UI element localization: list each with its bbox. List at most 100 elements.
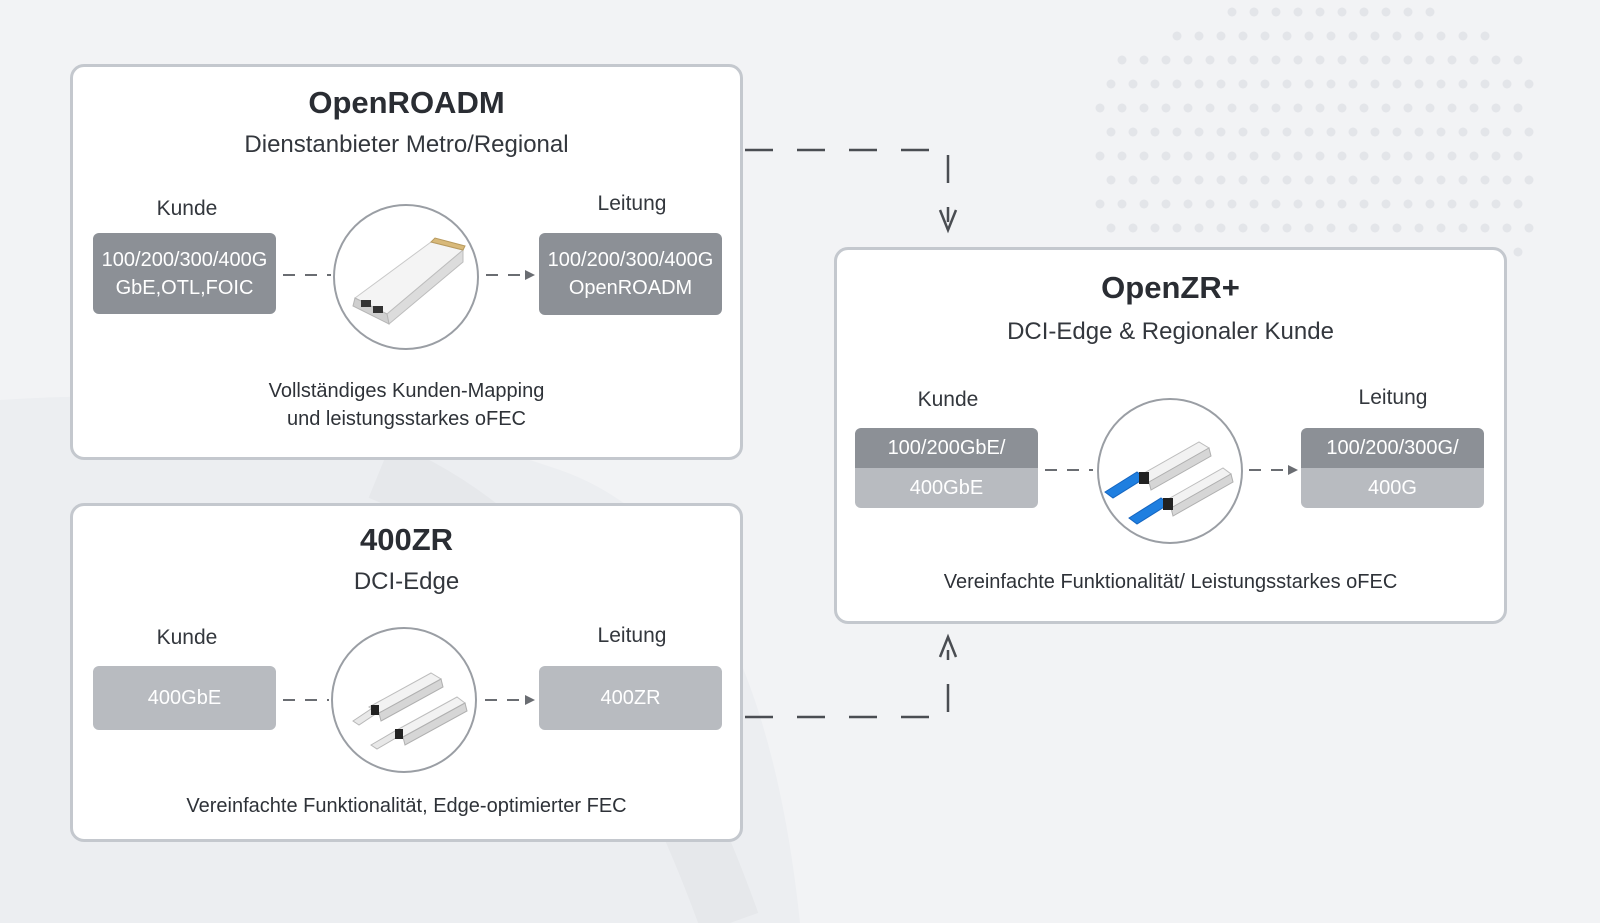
line-box: 100/200/300G/ 400G: [1301, 428, 1484, 508]
background-dot: [1469, 103, 1479, 113]
background-dot: [1106, 223, 1116, 233]
background-dot: [1359, 103, 1369, 113]
background-dot: [1425, 151, 1435, 161]
background-dot: [1227, 7, 1237, 17]
client-label: Kunde: [917, 388, 979, 411]
background-dot: [1337, 103, 1347, 113]
background-dot: [1403, 151, 1413, 161]
background-dot: [1139, 199, 1149, 209]
background-dot: [1348, 31, 1358, 41]
client-line-2: GbE,OTL,FOIC: [115, 276, 254, 299]
background-dot: [1238, 79, 1248, 89]
background-dot: [1348, 175, 1358, 185]
card-description: Vereinfachte Funktionalität, Edge-optimi…: [186, 795, 627, 817]
background-dot: [1194, 31, 1204, 41]
background-dot: [1117, 103, 1127, 113]
card-subtitle: DCI-Edge & Regionaler Kunde: [1007, 318, 1334, 345]
background-dot: [1480, 175, 1490, 185]
background-dot: [1161, 103, 1171, 113]
background-dot: [1337, 199, 1347, 209]
card-title: OpenZR+: [1101, 270, 1240, 305]
background-dot: [1326, 223, 1336, 233]
background-dot: [1249, 103, 1259, 113]
background-dot: [1315, 151, 1325, 161]
background-dot: [1139, 55, 1149, 65]
background-dot: [1458, 79, 1468, 89]
background-dot: [1513, 247, 1523, 257]
background-dot: [1359, 55, 1369, 65]
background-dot: [1238, 223, 1248, 233]
desc-line-2: und leistungsstarkes oFEC: [286, 408, 526, 430]
background-dot: [1436, 175, 1446, 185]
background-dot: [1502, 127, 1512, 137]
background-dot: [1249, 55, 1259, 65]
line-label: Leitung: [597, 192, 667, 215]
background-dot: [1337, 7, 1347, 17]
card-subtitle: DCI-Edge: [353, 568, 460, 595]
background-dot: [1436, 79, 1446, 89]
card-title: 400ZR: [359, 522, 454, 557]
background-dot: [1172, 175, 1182, 185]
background-dot: [1227, 151, 1237, 161]
background-dot: [1491, 199, 1501, 209]
background-dot: [1304, 175, 1314, 185]
client-bottom: 400GbE: [855, 468, 1038, 508]
background-dot: [1150, 127, 1160, 137]
line-label: Leitung: [1358, 386, 1428, 409]
client-line-1: 100/200/300/400G: [101, 248, 268, 271]
background-dot: [1359, 7, 1369, 17]
background-dot: [1238, 31, 1248, 41]
background-dot: [1194, 127, 1204, 137]
background-dot: [1183, 103, 1193, 113]
background-dot: [1524, 127, 1534, 137]
background-dot: [1282, 79, 1292, 89]
background-dot: [1227, 103, 1237, 113]
background-dot: [1403, 55, 1413, 65]
background-dot: [1117, 55, 1127, 65]
background-dot: [1436, 223, 1446, 233]
background-dot: [1172, 223, 1182, 233]
background-dot: [1216, 31, 1226, 41]
background-dot: [1425, 55, 1435, 65]
background-dot: [1238, 127, 1248, 137]
background-dot: [1403, 103, 1413, 113]
background-dot: [1458, 31, 1468, 41]
background-dot: [1238, 175, 1248, 185]
background-dot: [1095, 103, 1105, 113]
background-dot: [1271, 199, 1281, 209]
background-dot: [1425, 103, 1435, 113]
background-dot: [1282, 223, 1292, 233]
background-dot: [1370, 79, 1380, 89]
card-title: OpenROADM: [308, 85, 505, 120]
background-dot: [1425, 199, 1435, 209]
background-dot: [1249, 199, 1259, 209]
background-dot: [1161, 55, 1171, 65]
background-dot: [1359, 199, 1369, 209]
background-dot: [1502, 79, 1512, 89]
background-dot: [1469, 199, 1479, 209]
background-dot: [1381, 7, 1391, 17]
background-dot: [1293, 7, 1303, 17]
background-dot: [1436, 127, 1446, 137]
background-dot: [1095, 151, 1105, 161]
background-dot: [1392, 175, 1402, 185]
background-dot: [1502, 175, 1512, 185]
background-dot: [1128, 175, 1138, 185]
background-dot: [1447, 199, 1457, 209]
background-dot: [1260, 175, 1270, 185]
background-dot: [1524, 79, 1534, 89]
client-value: 400GbE: [147, 687, 222, 709]
background-dot: [1183, 199, 1193, 209]
client-box: 400GbE: [93, 666, 276, 730]
background-dot: [1524, 175, 1534, 185]
background-dot: [1194, 175, 1204, 185]
background-dot: [1370, 223, 1380, 233]
line-top: 100/200/300G/: [1301, 428, 1484, 468]
client-box: 100/200/300/400G GbE,OTL,FOIC: [93, 233, 276, 314]
background-dot: [1315, 55, 1325, 65]
background-dot: [1359, 151, 1369, 161]
background-dot: [1513, 103, 1523, 113]
background-dot: [1249, 151, 1259, 161]
background-dot: [1337, 55, 1347, 65]
background-dot: [1216, 127, 1226, 137]
